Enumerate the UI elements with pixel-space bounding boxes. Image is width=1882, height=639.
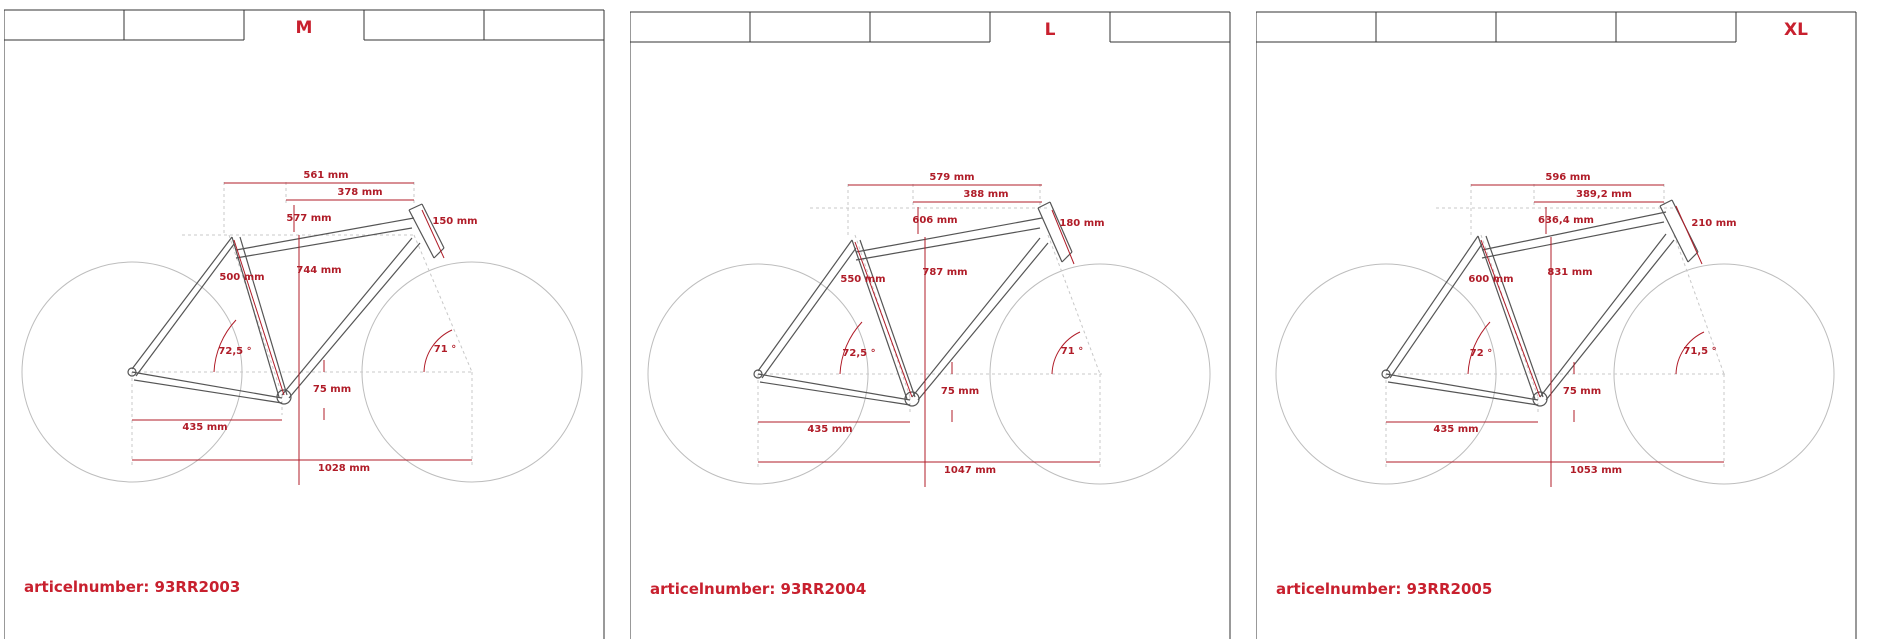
dim-seat-angle: 72 °: [1470, 348, 1492, 359]
size-tab-1[interactable]: [631, 13, 749, 41]
dim-chainstay: 435 mm: [182, 422, 227, 433]
dim-chainstay: 435 mm: [1433, 424, 1478, 435]
dimension-lines: [132, 182, 472, 485]
article-number: articelnumber: 93RR2003: [24, 578, 241, 596]
geometry-diagram-l: L: [630, 11, 1231, 639]
size-tab-strip: [4, 9, 605, 639]
dim-bb-drop: 75 mm: [1563, 386, 1601, 397]
dim-stack: 744 mm: [296, 265, 341, 276]
size-tab-strip: [630, 11, 1231, 639]
dim-head-angle: 71 °: [434, 344, 456, 355]
article-number: articelnumber: 93RR2005: [1276, 580, 1493, 598]
dim-reach-total: 596 mm: [1545, 172, 1590, 183]
size-panel-l: L: [630, 0, 1232, 639]
dim-stack: 831 mm: [1547, 267, 1592, 278]
dim-bb-drop: 75 mm: [941, 386, 979, 397]
dim-reach-total: 579 mm: [929, 172, 974, 183]
size-tab-label: XL: [1784, 20, 1808, 40]
dim-seat-tube: 500 mm: [219, 272, 264, 283]
dimension-lines: [1386, 184, 1724, 487]
dim-reach-total: 561 mm: [303, 170, 348, 181]
bike-frame: [1381, 199, 1699, 407]
dim-wheelbase: 1028 mm: [318, 463, 370, 474]
dim-stack: 787 mm: [922, 267, 967, 278]
dim-reach: 388 mm: [963, 189, 1008, 200]
dim-reach: 378 mm: [337, 187, 382, 198]
size-panel-m: M: [4, 0, 606, 639]
bike-frame: [753, 201, 1073, 407]
size-tab-5[interactable]: [1111, 13, 1229, 41]
dim-seat-tube: 550 mm: [840, 274, 885, 285]
size-tab-1[interactable]: [1257, 13, 1375, 41]
dim-wheelbase: 1047 mm: [944, 465, 996, 476]
dim-chainstay: 435 mm: [807, 424, 852, 435]
geometry-diagram-m: M: [4, 9, 605, 639]
size-tab-2[interactable]: [751, 13, 869, 41]
dim-wheelbase: 1053 mm: [1570, 465, 1622, 476]
dim-seat-tube: 600 mm: [1468, 274, 1513, 285]
dim-seat-angle: 72,5 °: [218, 346, 251, 357]
dim-top-tube-drop: 606 mm: [912, 215, 957, 226]
dim-seat-angle: 72,5 °: [842, 348, 875, 359]
dim-head-tube: 180 mm: [1059, 218, 1104, 229]
size-tab-1[interactable]: [5, 11, 123, 39]
size-tab-strip: [1256, 11, 1857, 639]
front-wheel: [989, 263, 1211, 485]
size-panel-xl: XL: [1256, 0, 1858, 639]
size-tab-4[interactable]: [1617, 13, 1735, 41]
dim-head-tube: 150 mm: [432, 216, 477, 227]
dim-head-angle: 71 °: [1061, 346, 1083, 357]
size-tab-3[interactable]: [871, 13, 989, 41]
dim-bb-drop: 75 mm: [313, 384, 351, 395]
size-tab-3[interactable]: [1497, 13, 1615, 41]
dim-head-tube: 210 mm: [1691, 218, 1736, 229]
dim-top-tube-drop: 577 mm: [286, 213, 331, 224]
bike-frame: [127, 203, 445, 405]
geometry-diagram-xl: XL: [1256, 11, 1857, 639]
size-tab-2[interactable]: [1377, 13, 1495, 41]
size-tab-4[interactable]: [365, 11, 483, 39]
dimension-lines: [758, 184, 1100, 487]
size-tab-label: L: [1045, 20, 1056, 40]
dim-reach: 389,2 mm: [1576, 189, 1632, 200]
size-tab-2[interactable]: [125, 11, 243, 39]
guide-lines: [131, 182, 474, 465]
article-number: articelnumber: 93RR2004: [650, 580, 867, 598]
size-tab-5[interactable]: [485, 11, 603, 39]
dim-top-tube-drop: 636,4 mm: [1538, 215, 1594, 226]
size-tab-label: M: [296, 18, 313, 38]
dim-head-angle: 71,5 °: [1683, 346, 1716, 357]
